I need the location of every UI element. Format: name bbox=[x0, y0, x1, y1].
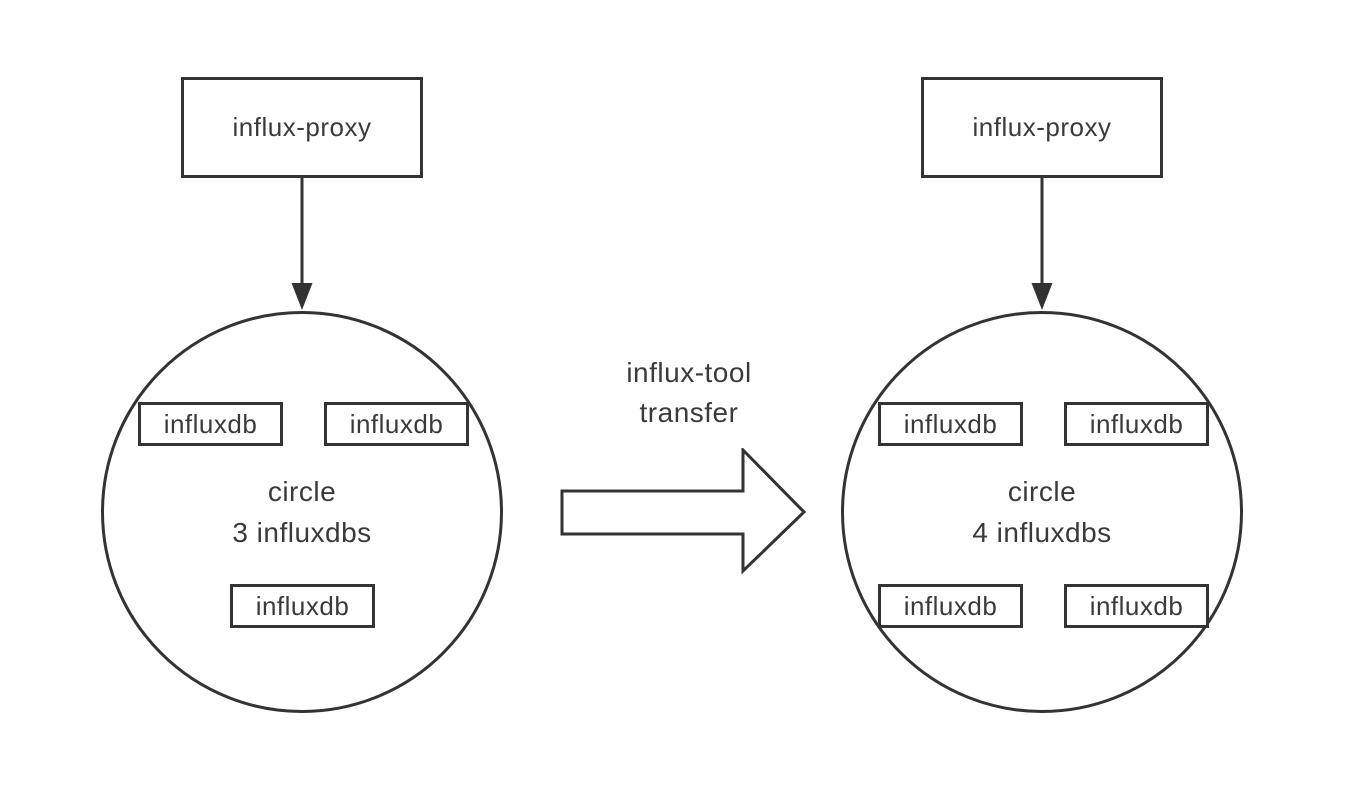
left-circle-subtitle: 3 influxdbs bbox=[232, 517, 372, 548]
right-influxdb-node-2-label: influxdb bbox=[1089, 408, 1184, 439]
left-influxdb-node-2-label: influxdb bbox=[349, 408, 444, 439]
right-influxdb-node-1: influxdb bbox=[878, 402, 1023, 446]
left-influxdb-node-3-label: influxdb bbox=[255, 590, 350, 621]
right-circle-caption: circle 4 influxdbs bbox=[842, 471, 1242, 553]
right-influxdb-node-4: influxdb bbox=[1064, 584, 1209, 628]
right-influx-proxy-label: influx-proxy bbox=[972, 112, 1112, 142]
left-circle-caption: circle 3 influxdbs bbox=[102, 471, 502, 553]
left-cluster-circle bbox=[101, 311, 503, 713]
left-influx-proxy-box: influx-proxy bbox=[181, 77, 423, 178]
transfer-label: influx-tool transfer bbox=[589, 353, 789, 433]
left-influx-proxy-label: influx-proxy bbox=[232, 112, 372, 142]
left-influxdb-node-1-label: influxdb bbox=[163, 408, 258, 439]
right-influxdb-node-3-label: influxdb bbox=[903, 590, 998, 621]
right-circle-subtitle: 4 influxdbs bbox=[972, 517, 1112, 548]
right-influx-proxy-box: influx-proxy bbox=[921, 77, 1163, 178]
right-influxdb-node-3: influxdb bbox=[878, 584, 1023, 628]
transfer-label-line2: transfer bbox=[639, 397, 739, 428]
left-influxdb-node-3: influxdb bbox=[230, 584, 375, 628]
transfer-right-arrow-icon bbox=[560, 448, 807, 575]
transfer-label-line1: influx-tool bbox=[626, 357, 752, 388]
left-influxdb-node-1: influxdb bbox=[138, 402, 283, 446]
right-influxdb-node-1-label: influxdb bbox=[903, 408, 998, 439]
left-influxdb-node-2: influxdb bbox=[324, 402, 469, 446]
right-cluster-circle bbox=[841, 311, 1243, 713]
right-circle-title: circle bbox=[1007, 476, 1077, 507]
right-influxdb-node-4-label: influxdb bbox=[1089, 590, 1184, 621]
right-influxdb-node-2: influxdb bbox=[1064, 402, 1209, 446]
left-circle-title: circle bbox=[267, 476, 337, 507]
left-down-arrow-icon bbox=[291, 178, 313, 310]
right-down-arrow-icon bbox=[1031, 178, 1053, 310]
